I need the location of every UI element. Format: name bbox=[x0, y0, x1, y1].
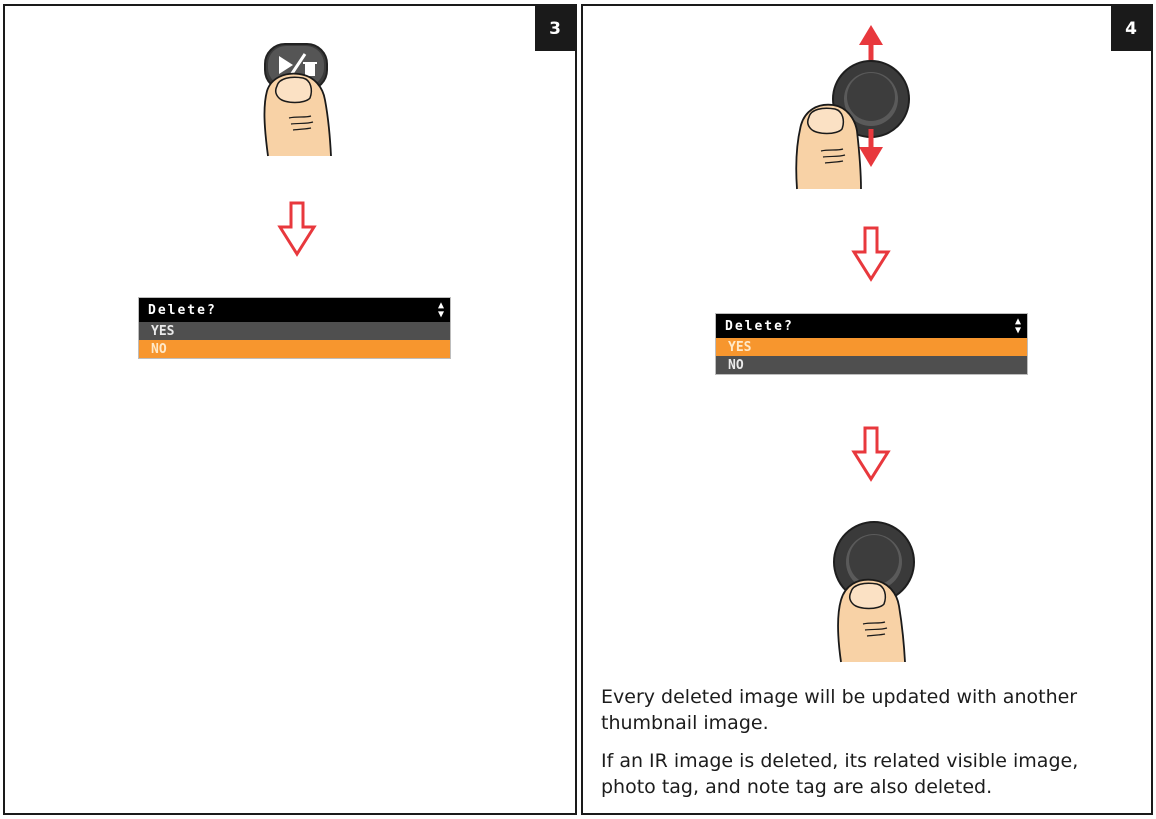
menu-option-no[interactable]: NO bbox=[139, 340, 450, 358]
delete-confirm-menu: Delete? ▲▼ YES NO bbox=[716, 314, 1027, 374]
menu-option-yes[interactable]: YES bbox=[716, 338, 1027, 356]
joystick-press-icon bbox=[829, 516, 919, 664]
note-ir-image-deletion: If an IR image is deleted, its related v… bbox=[601, 748, 1131, 800]
up-down-arrows-icon: ▲▼ bbox=[1015, 317, 1021, 335]
note-thumbnail-update: Every deleted image will be updated with… bbox=[601, 684, 1131, 736]
step-number-badge: 3 bbox=[535, 6, 575, 51]
joystick-scroll-icon bbox=[795, 21, 925, 196]
down-arrow-icon bbox=[851, 226, 891, 282]
up-down-arrows-icon: ▲▼ bbox=[438, 301, 444, 319]
menu-option-no[interactable]: NO bbox=[716, 356, 1027, 374]
menu-title: Delete? ▲▼ bbox=[716, 314, 1027, 338]
step-number-badge: 4 bbox=[1111, 6, 1151, 51]
down-arrow-icon bbox=[851, 426, 891, 482]
down-arrow-icon bbox=[277, 201, 317, 257]
menu-title-text: Delete? bbox=[725, 319, 794, 334]
menu-title-text: Delete? bbox=[148, 303, 217, 318]
delete-confirm-menu: Delete? ▲▼ YES NO bbox=[139, 298, 450, 358]
step-3-panel: 3 Delete? ▲▼ YES NO bbox=[3, 4, 577, 815]
menu-title: Delete? ▲▼ bbox=[139, 298, 450, 322]
play-delete-button-press-icon bbox=[255, 36, 345, 166]
step-4-panel: 4 Delete? ▲▼ YES NO bbox=[581, 4, 1153, 815]
menu-option-yes[interactable]: YES bbox=[139, 322, 450, 340]
